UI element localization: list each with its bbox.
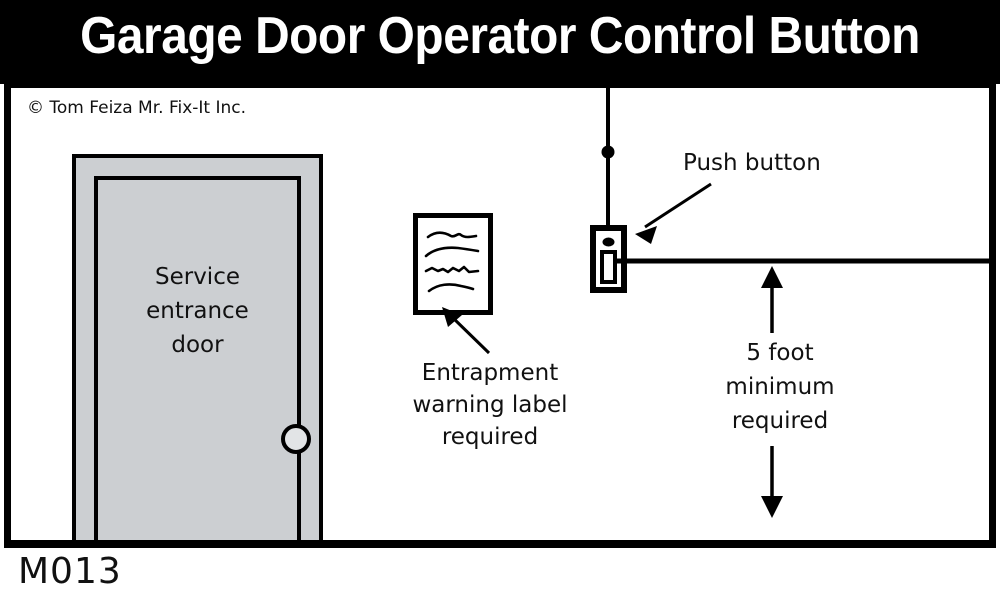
entrapment-warning-label — [413, 213, 493, 315]
door-knob-icon — [281, 424, 311, 454]
dimension-caption-line-1: 5 foot — [746, 340, 814, 366]
door-label-line-3: door — [171, 332, 224, 358]
push-button-switch[interactable] — [600, 250, 617, 284]
door-label: Service entrance door — [98, 260, 297, 362]
service-entrance-door: Service entrance door — [72, 154, 323, 540]
dimension-arrowhead-down-icon — [761, 496, 783, 518]
push-button-indicator-icon — [602, 237, 615, 247]
entrapment-caption: Entrapment warning label required — [380, 357, 600, 453]
entrapment-leader-line — [449, 314, 491, 355]
dimension-arrowhead-up-icon — [761, 266, 783, 288]
entrapment-caption-line-1: Entrapment — [421, 360, 559, 386]
push-button-leader-line — [644, 182, 712, 229]
page-title: Garage Door Operator Control Button — [80, 7, 920, 65]
door-label-line-1: Service — [154, 264, 240, 290]
push-button-caption: Push button — [683, 150, 821, 176]
title-bar: Garage Door Operator Control Button — [0, 0, 1000, 84]
entrapment-caption-line-2: warning label — [412, 392, 568, 418]
illustration-panel: © Tom Feiza Mr. Fix-It Inc. Service entr… — [11, 88, 989, 540]
door-panel: Service entrance door — [94, 176, 311, 540]
copyright-notice: © Tom Feiza Mr. Fix-It Inc. — [27, 98, 247, 118]
warning-label-squiggles — [424, 231, 480, 293]
drawing-code: M013 — [18, 551, 122, 592]
push-button-device[interactable] — [580, 88, 640, 298]
dimension-caption-line-2: minimum — [725, 374, 835, 400]
dimension-caption: 5 foot minimum required — [680, 336, 880, 438]
wire-junction-dot — [601, 145, 615, 159]
entrapment-caption-line-3: required — [441, 424, 539, 450]
dimension-caption-line-3: required — [731, 408, 829, 434]
door-label-line-2: entrance — [146, 298, 249, 324]
